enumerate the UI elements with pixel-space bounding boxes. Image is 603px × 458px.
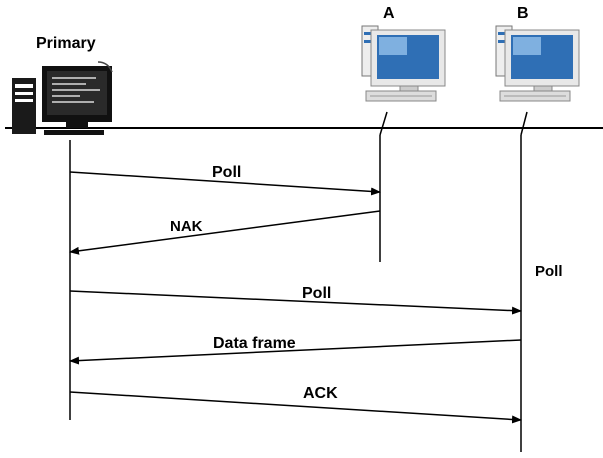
side-poll-note: Poll [535,263,563,280]
primary-label: Primary [36,35,96,52]
nak-arrow [69,210,381,255]
desktop-computer-icon [12,61,113,135]
station-b-label: B [517,5,529,22]
ack-label: ACK [303,385,338,402]
poll-to-b-label: Poll [302,285,331,302]
poll-to-b-arrow [69,290,522,315]
station-a-label: A [383,5,395,22]
ack-arrow [69,391,522,424]
nak-label: NAK [170,218,203,235]
station-a-drop-line [379,111,388,136]
data-frame-label: Data frame [213,335,296,352]
data-frame-arrow [69,339,522,365]
station-b-drop-line [520,111,528,136]
poll-to-a-arrow [69,171,381,196]
desktop-computer-icon [361,25,446,102]
desktop-computer-icon [495,25,580,102]
poll-to-a-label: Poll [212,164,241,181]
